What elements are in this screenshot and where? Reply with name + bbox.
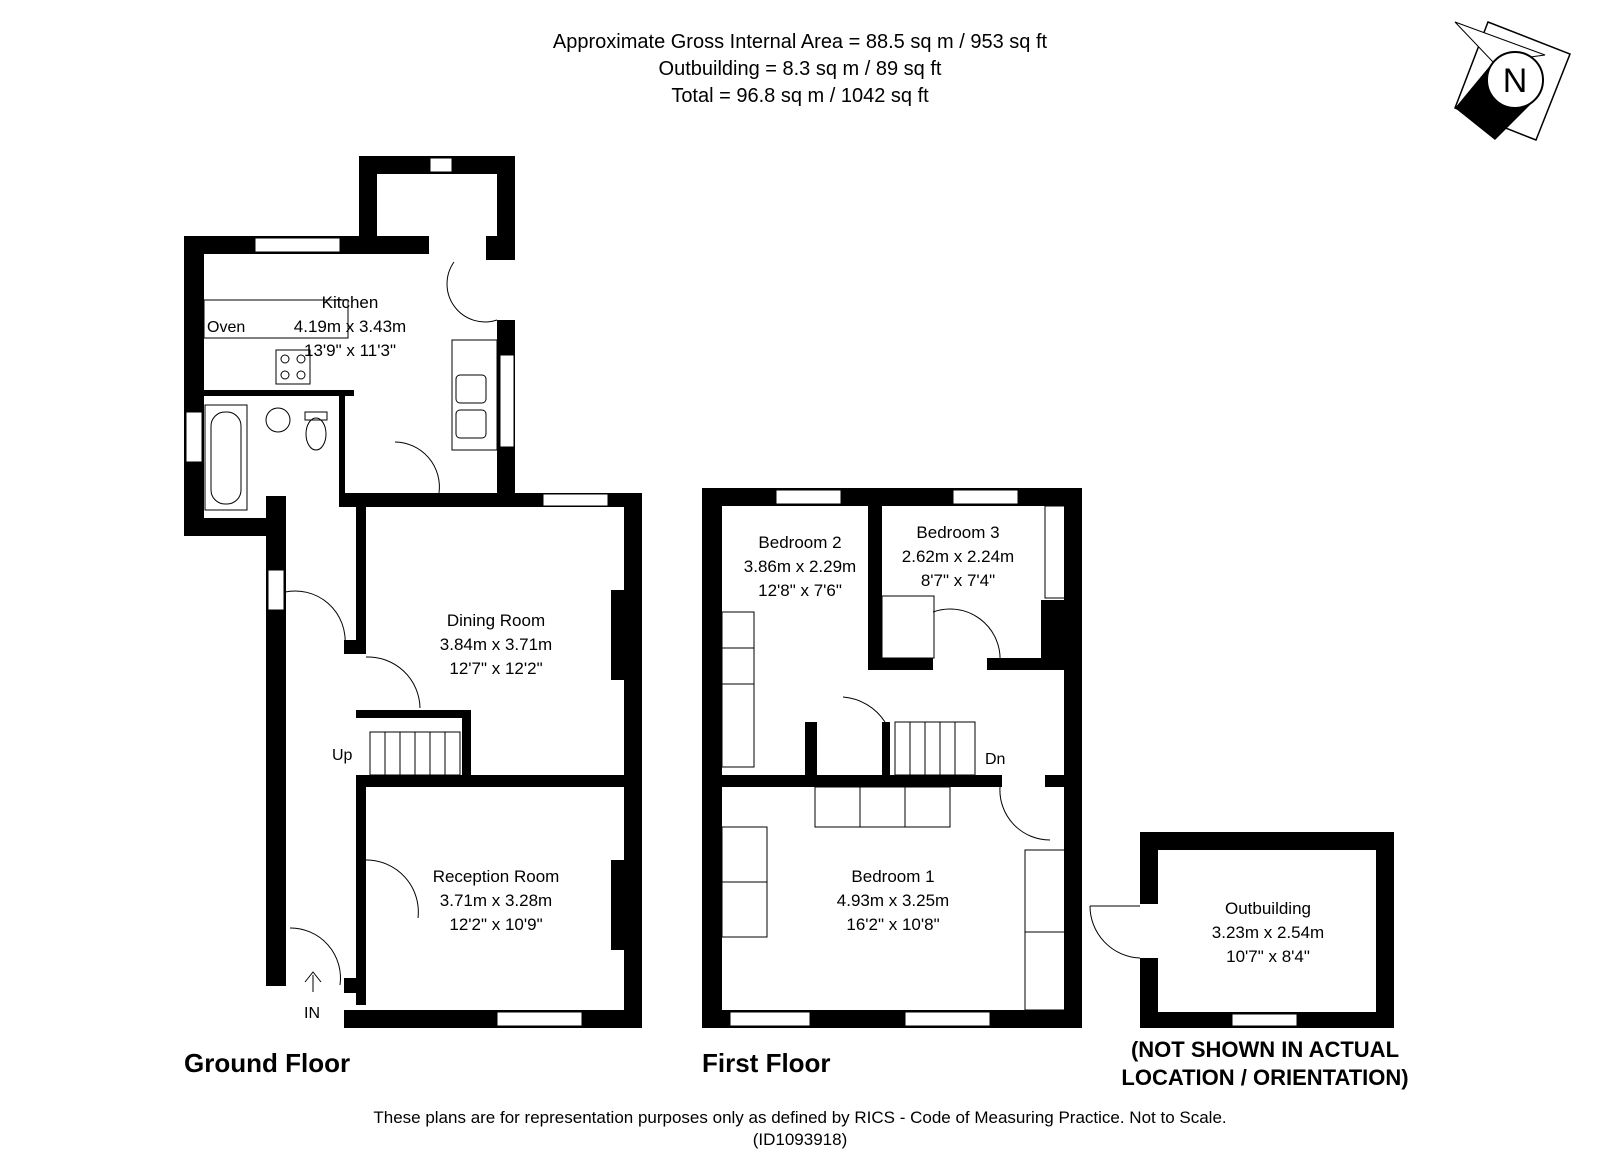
kitchen-door-swing — [446, 261, 498, 323]
kitchen-worktop — [203, 299, 349, 339]
sink-worktop — [451, 339, 498, 451]
entrance-label: IN — [304, 1005, 320, 1022]
utility-door-swing — [394, 441, 440, 494]
ground-staircase — [369, 731, 461, 776]
outbuilding-imperial: 10'7" x 8'4" — [1226, 947, 1310, 966]
reception-room-imperial: 12'2" x 10'9" — [449, 915, 542, 934]
first-floor-staircase — [894, 721, 976, 776]
reception-room-metric: 3.71m x 3.28m — [440, 891, 552, 910]
total-area-text: Total = 96.8 sq m / 1042 sq ft — [671, 85, 929, 107]
kitchen-name: Kitchen — [322, 293, 379, 312]
stairs-down-label: Dn — [985, 751, 1005, 768]
compass-north-label: N — [1503, 62, 1528, 100]
bedroom2-metric: 3.86m x 2.29m — [744, 557, 856, 576]
first-floor-title: First Floor — [702, 1048, 831, 1078]
ground-floor-walls — [184, 156, 642, 1028]
compass-icon: N — [1454, 21, 1571, 141]
stairs-up-label: Up — [332, 747, 353, 764]
plan-id-text: (ID1093918) — [753, 1130, 848, 1149]
dining-room-name: Dining Room — [447, 611, 545, 630]
oven-label: Oven — [207, 319, 245, 336]
first-floor-windows — [729, 489, 1019, 1027]
bedroom3-name: Bedroom 3 — [916, 523, 999, 542]
bedroom2-imperial: 12'8" x 7'6" — [758, 581, 842, 600]
area-summary: Approximate Gross Internal Area = 88.5 s… — [553, 31, 1048, 107]
disclaimer-text: These plans are for representation purpo… — [373, 1108, 1226, 1127]
first-floor-fixtures — [721, 505, 1066, 1011]
kitchen-metric: 4.19m x 3.43m — [294, 317, 406, 336]
bathtub-icon — [204, 404, 248, 511]
bedroom1-name: Bedroom 1 — [851, 867, 934, 886]
reception-room-name: Reception Room — [433, 867, 560, 886]
sink-icon — [455, 374, 487, 404]
ground-floor-fixtures — [203, 261, 498, 992]
outbuilding-name: Outbuilding — [1225, 899, 1311, 918]
bedroom3-metric: 2.62m x 2.24m — [902, 547, 1014, 566]
first-floor-plan: Bedroom 2 3.86m x 2.29m 12'8" x 7'6" Bed… — [702, 488, 1082, 1078]
ground-floor-plan: Kitchen 4.19m x 3.43m 13'9" x 11'3" Oven… — [184, 156, 642, 1078]
bedroom2-wardrobe — [721, 611, 755, 768]
ground-floor-windows — [185, 157, 609, 1027]
ground-floor-title: Ground Floor — [184, 1048, 350, 1078]
outbuilding-note-line1: (NOT SHOWN IN ACTUAL — [1131, 1037, 1399, 1062]
bedroom1-wardrobes — [814, 786, 951, 828]
hob-icon — [275, 349, 311, 385]
outbuilding-area-text: Outbuilding = 8.3 sq m / 89 sq ft — [659, 58, 942, 80]
bedroom3-imperial: 8'7" x 7'4" — [921, 571, 995, 590]
bedroom2-name: Bedroom 2 — [758, 533, 841, 552]
toilet-icon — [305, 417, 327, 451]
dining-room-metric: 3.84m x 3.71m — [440, 635, 552, 654]
bedroom1-imperial: 16'2" x 10'8" — [846, 915, 939, 934]
gross-area-text: Approximate Gross Internal Area = 88.5 s… — [553, 31, 1048, 53]
outbuilding-window — [1231, 1013, 1298, 1027]
entrance-arrow-icon — [304, 971, 322, 992]
outbuilding-note-line2: LOCATION / ORIENTATION) — [1121, 1065, 1408, 1090]
bedroom3-cupboard — [1044, 505, 1066, 599]
bedroom1-metric: 4.93m x 3.25m — [837, 891, 949, 910]
bedroom1-wardrobe-right — [1024, 849, 1066, 1011]
outbuilding-door-swing — [1089, 905, 1141, 959]
outbuilding-metric: 3.23m x 2.54m — [1212, 923, 1324, 942]
dining-room-imperial: 12'7" x 12'2" — [449, 659, 542, 678]
outbuilding-plan: Outbuilding 3.23m x 2.54m 10'7" x 8'4" (… — [1089, 832, 1409, 1090]
washbasin-icon — [265, 407, 291, 433]
kitchen-imperial: 13'9" x 11'3" — [304, 341, 396, 360]
